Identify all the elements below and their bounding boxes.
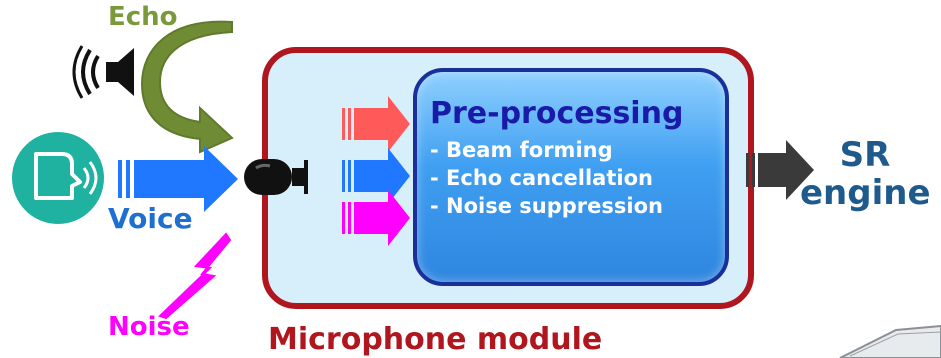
sr-engine-label: SR engine: [800, 135, 931, 213]
voice-arrow: [118, 146, 238, 212]
sr-engine-line2: engine: [800, 173, 931, 213]
preprocessing-item-noise-suppression: - Noise suppression: [430, 194, 663, 218]
input-arrow-blue: [342, 148, 410, 204]
preprocessing-box: [413, 68, 729, 286]
input-arrow-red: [342, 96, 410, 152]
preprocessing-item-echo-cancellation: - Echo cancellation: [430, 166, 653, 190]
preprocessing-title: Pre-processing: [430, 96, 684, 131]
echo-label: Echo: [108, 2, 178, 32]
face-speaking-icon: [12, 132, 104, 224]
sr-engine-line1: SR: [839, 135, 891, 175]
input-arrow-magenta: [342, 190, 410, 246]
noise-label: Noise: [108, 312, 190, 342]
lightning-icon: [158, 232, 232, 320]
voice-label: Voice: [108, 202, 193, 235]
echo-arrow: [140, 20, 234, 154]
microphone-module-label: Microphone module: [268, 322, 603, 357]
speaker-icon: [72, 45, 134, 99]
microphone-icon: [244, 159, 308, 195]
output-arrow: [746, 140, 814, 200]
preprocessing-item-beam-forming: - Beam forming: [430, 138, 613, 162]
decorative-shape: [839, 324, 941, 358]
